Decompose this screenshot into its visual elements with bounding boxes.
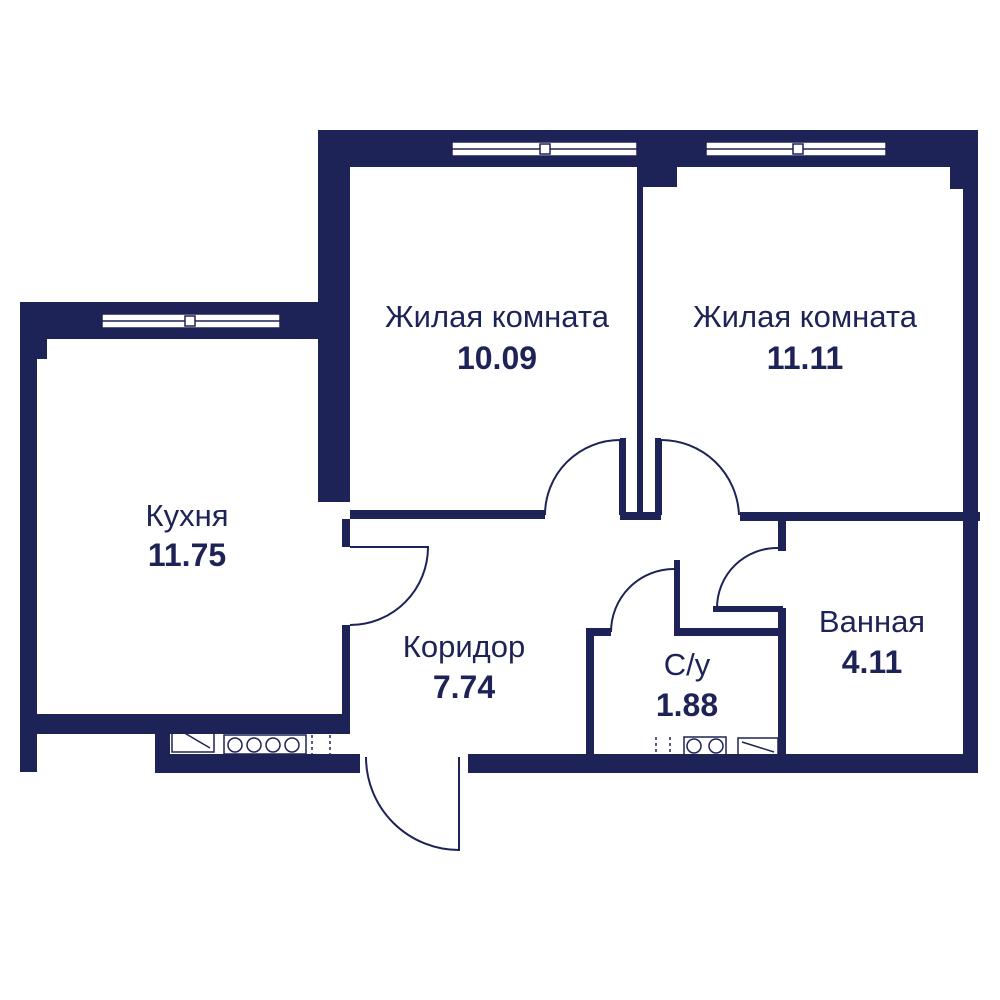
wall-bedroom2-left xyxy=(655,438,661,518)
kitchen-stove xyxy=(223,734,307,755)
room-name: Жилая комната xyxy=(693,299,918,334)
stove-burner xyxy=(284,737,300,753)
room-area: 11.11 xyxy=(767,340,844,376)
window-bedroom1 xyxy=(451,141,638,157)
washer-drum xyxy=(708,738,724,754)
room-name: Кухня xyxy=(146,498,229,533)
wall-right xyxy=(963,130,978,773)
wc-washer xyxy=(683,736,727,757)
wall-bath-stub xyxy=(713,606,783,612)
wall-bedroom1-right xyxy=(620,438,626,518)
wall-bottom-left xyxy=(155,754,360,773)
walls xyxy=(20,130,980,773)
room-area: 7.74 xyxy=(433,669,495,705)
room-corridor: Коридор 7.74 xyxy=(403,629,525,705)
wall-bedroom1-left xyxy=(318,130,350,502)
room-wc: С/у 1.88 xyxy=(656,647,718,723)
room-name: Ванная xyxy=(819,604,925,639)
room-bathroom: Ванная 4.11 xyxy=(819,604,925,680)
room-kitchen: Кухня 11.75 xyxy=(146,498,229,573)
door-entrance xyxy=(365,756,460,852)
window-bedroom2 xyxy=(705,141,887,157)
wall-bedroom-door-jamb xyxy=(620,512,661,520)
wall-bedroom2-bottom xyxy=(740,512,980,521)
wall-bath-left xyxy=(778,521,786,551)
wall-bedroom1-bottom xyxy=(350,510,545,519)
stove-burner xyxy=(246,737,262,753)
stove-burner xyxy=(265,737,281,753)
wall-bottom-left-stub xyxy=(155,714,170,773)
door-bedroom2 xyxy=(660,439,740,516)
wall-kitchen-left xyxy=(20,302,37,772)
wall-wc-door-jamb xyxy=(674,560,680,635)
wall-bottom-right xyxy=(468,754,978,773)
pillar xyxy=(637,167,677,187)
room-area: 1.88 xyxy=(656,687,718,723)
door-bedroom1 xyxy=(544,439,621,516)
room-living1: Жилая комната 10.09 xyxy=(385,299,610,376)
room-name: С/у xyxy=(664,647,711,682)
room-living2: Жилая комната 11.11 xyxy=(693,299,918,376)
wall-kitchen-right-low xyxy=(342,625,350,725)
pillar xyxy=(950,167,963,189)
room-name: Коридор xyxy=(403,629,525,664)
door-wc xyxy=(610,568,675,633)
stove-burner xyxy=(227,737,243,753)
room-area: 11.75 xyxy=(148,537,226,573)
wall-kitchen-right xyxy=(342,519,350,547)
wc-sink xyxy=(737,737,779,757)
wall-wc-left xyxy=(586,628,594,758)
room-area: 4.11 xyxy=(842,644,903,680)
wall-between-bedrooms xyxy=(637,167,643,519)
washer-drum xyxy=(686,738,702,754)
pillar xyxy=(37,339,47,359)
fixtures xyxy=(171,723,779,757)
door-kitchen xyxy=(349,546,430,626)
windows xyxy=(101,141,887,329)
wall-wc-top-right xyxy=(674,628,784,636)
kitchen-sink xyxy=(171,723,215,753)
window-kitchen xyxy=(101,313,281,329)
wall-bath-left-low xyxy=(778,608,786,758)
room-name: Жилая комната xyxy=(385,299,610,334)
room-area: 10.09 xyxy=(457,340,537,376)
doors xyxy=(349,439,779,852)
wall-wc-top xyxy=(586,628,611,636)
door-bathroom xyxy=(716,546,779,609)
